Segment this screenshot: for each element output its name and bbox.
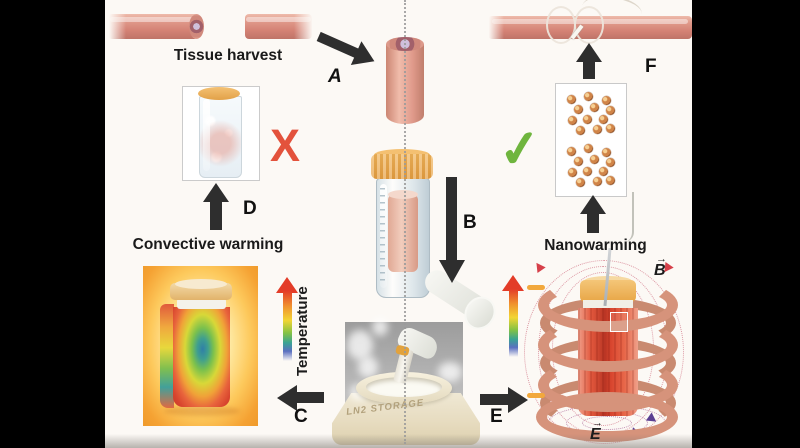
nanoparticle-icon [590,103,599,112]
nanoparticle-icon [576,178,585,187]
nanoparticle-icon [606,158,615,167]
nanoparticle-icon [599,167,608,176]
frozen-vial-with-ice [199,96,242,178]
nanoparticle-icon [574,105,583,114]
step-c-arrow-icon [277,385,324,411]
mist-icon [347,330,373,360]
nanoparticle-icon [606,124,615,133]
coil-lead-icon [527,393,545,398]
magnetic-field-label: → B [654,253,667,279]
step-e-arrow-icon [480,387,528,413]
vessel-lumen-icon [189,14,204,39]
step-f-arrow-icon [576,43,602,79]
thermal-vial-cross-section [173,307,230,407]
step-e-label: E [490,406,503,427]
thermal-vial-shell-cut [160,304,174,408]
tissue-in-jar [388,194,418,272]
thermal-vial-shadow [164,406,240,416]
nanoparticle-icon [583,167,592,176]
tissue-top [388,190,418,199]
nanoparticle-icon [602,96,611,105]
step-c-label: C [294,406,308,427]
fail-x-mark: X [270,120,301,171]
nanoparticle-icon [568,168,577,177]
step-b-arrow-icon [439,177,465,283]
thermal-vial-neck [177,298,226,309]
nanoparticle-icon [590,155,599,164]
mist-icon [438,362,462,382]
mist-icon [358,356,378,378]
nanoparticle-icon [599,115,608,124]
electric-field-label: → E [590,417,603,443]
zoom-inset-outline [610,312,628,332]
vector-arrow-icon: → [656,253,667,265]
nanoparticle-icon [606,176,615,185]
convective-warming-label: Convective warming [132,236,284,253]
nanoparticle-icon [593,125,602,134]
step-f-label: F [645,56,657,77]
tissue-harvest-label: Tissue harvest [173,47,283,64]
nanoparticle-icon [567,147,576,156]
vessel-fade [486,14,504,42]
nanoparticle-icon [583,115,592,124]
nanoparticle-icon [567,95,576,104]
nanoparticle-icon [574,157,583,166]
jar-cap [371,154,433,179]
nanoparticle-icon [606,106,615,115]
nanoparticle-icon [576,126,585,135]
jar-graduations [380,188,385,286]
coil-lead-icon [527,285,545,290]
thermal-vial-lid [175,279,227,289]
vessel-fade [294,12,316,42]
nanoparticle-icon [584,92,593,101]
temperature-scale-left-icon [276,277,298,363]
nanowarming-arrow-icon [580,195,606,233]
frozen-vial-cap [198,87,240,100]
step-b-label: B [463,212,477,233]
center-axis-dashed-line [404,0,406,444]
nanoparticle-icon [584,144,593,153]
probe-wire-icon [622,192,634,242]
bottom-shadow [105,434,692,448]
step-d-label: D [243,198,257,219]
vector-arrow-icon: → [592,417,603,429]
temperature-label: Temperature [294,286,311,376]
nanoparticle-icon [602,148,611,157]
success-check-mark: ✓ [495,118,545,180]
nanoparticle-icon [593,177,602,186]
temperature-scale-right-icon [502,275,524,361]
mist-icon [372,318,388,336]
vessel-fade [106,12,126,42]
nanowarming-label: Nanowarming [544,237,647,254]
step-a-label: A [328,66,342,87]
nanoparticle-icon [568,116,577,125]
step-d-arrow-icon [203,183,229,230]
